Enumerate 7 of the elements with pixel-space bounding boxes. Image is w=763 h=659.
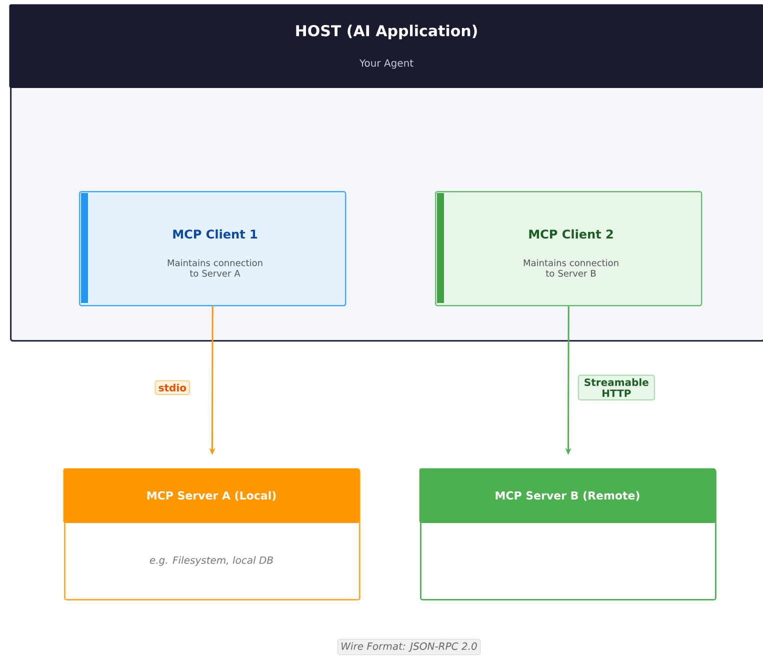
client-box: MCP Client 2 Maintains connection to Server B (435, 191, 702, 306)
note-box: Wire Format: JSON-RPC 2.0 (337, 639, 481, 655)
client-box: MCP Client 1 Maintains connection to Server A (79, 191, 346, 306)
server-box: MCP Server B (Remote) (419, 468, 716, 600)
server-box: MCP Server A (Local) e.g. Filesystem, local DB (63, 468, 360, 600)
edge-label: stdio (154, 380, 190, 395)
edge-label: Streamable HTTP (578, 374, 655, 400)
